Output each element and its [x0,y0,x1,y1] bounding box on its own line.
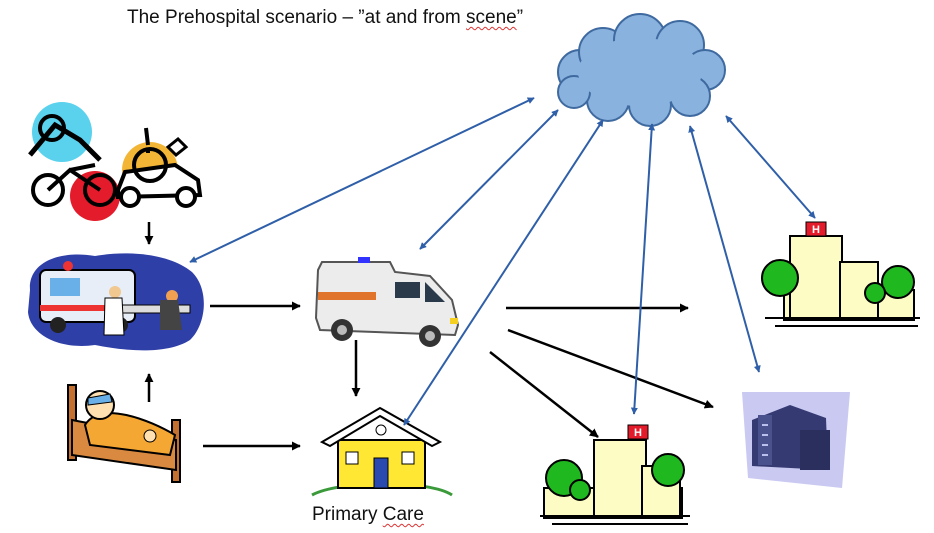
title-underlined: scene [466,7,517,28]
link-cloud-primary-care [403,119,604,426]
title-suffix: ” [516,7,524,28]
accident-scene-icon [28,102,203,221]
patient-in-bed-icon [67,384,181,483]
hospital-sign-bottom: H [634,427,642,439]
ambulance-scene-icon [28,253,204,351]
link-cloud-van [419,109,559,250]
hospital-bottom-icon: H [540,424,690,525]
large-hospital-icon [742,392,850,488]
primary-care-underlined: Care [382,504,424,525]
ambulance-van-icon [314,257,460,347]
cloud-icon [557,13,726,127]
arrow-van-to-hospital-bottom [489,351,599,438]
link-cloud-hospital-right [725,115,816,219]
hospital-top-right-icon: H [761,221,920,327]
diagram-title: The Prehospital scenario – ”at and from … [127,7,523,29]
arrow-van-to-large-hospital [507,328,714,409]
house-icon [311,406,453,497]
primary-care-label: Primary Care [312,504,424,526]
hospital-sign-top: H [812,224,820,236]
link-cloud-large-hospital [688,125,761,373]
link-cloud-ambulance-scene [189,97,535,263]
title-prefix: The Prehospital scenario – ”at and from [127,7,467,28]
link-cloud-hospital-bottom [630,123,656,415]
primary-care-first: Primary [312,504,383,525]
